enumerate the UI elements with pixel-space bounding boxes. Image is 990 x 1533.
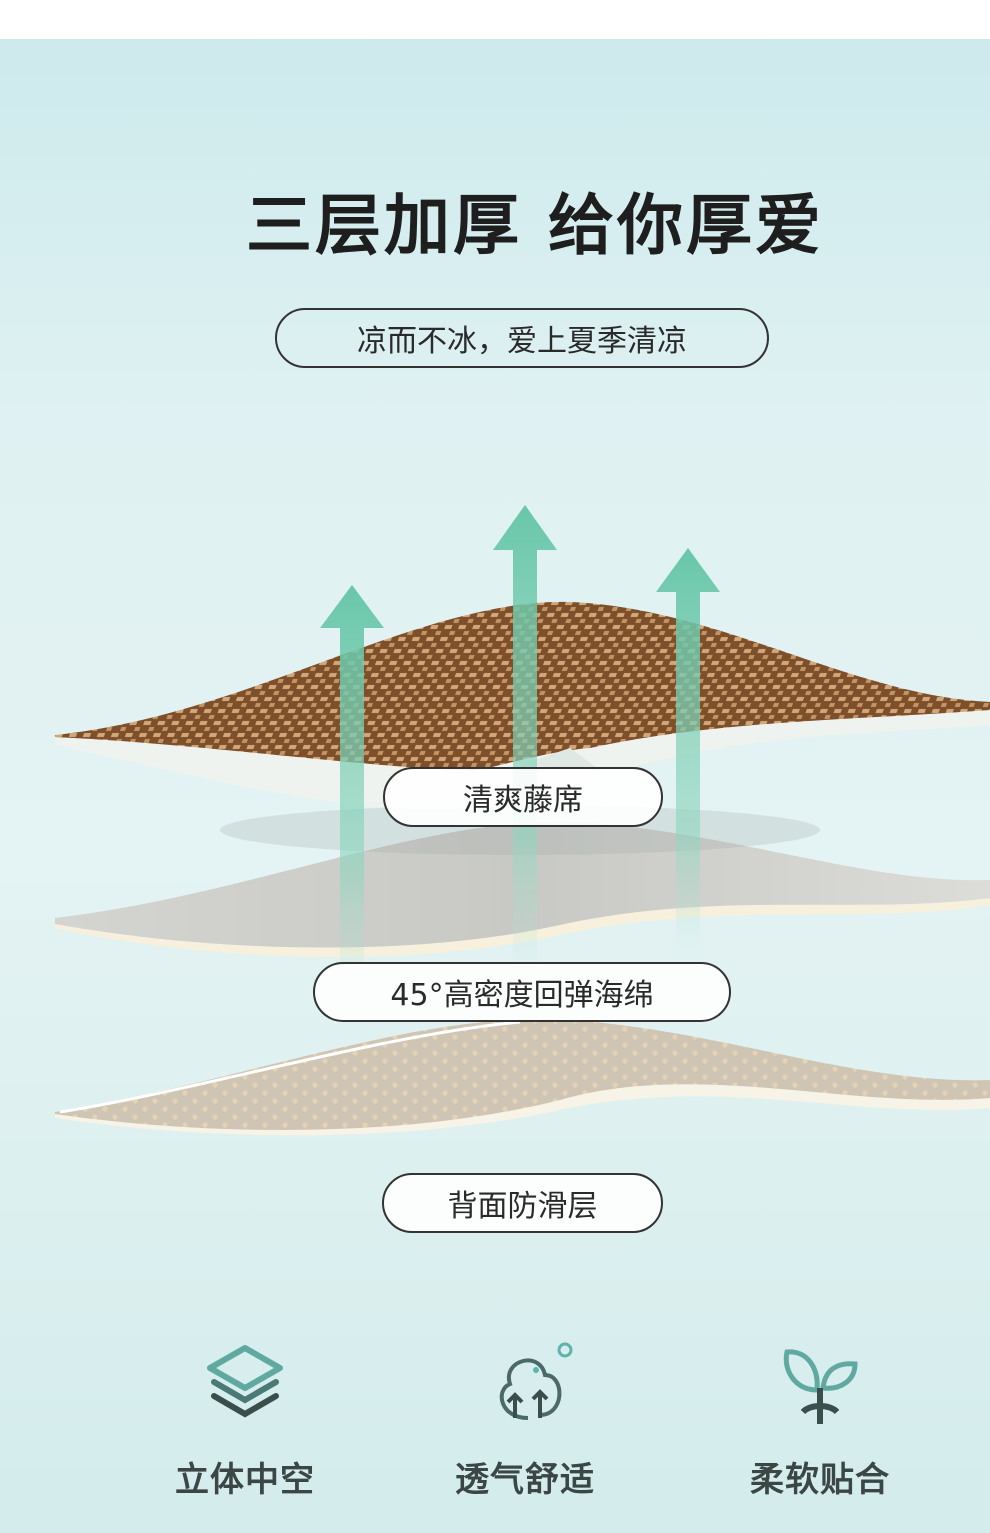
layer-label-anti-slip: 背面防滑层 <box>382 1173 663 1233</box>
feature-label: 透气舒适 <box>455 1460 595 1500</box>
layers-icon <box>207 1345 283 1418</box>
feature-breathable: 透气舒适 <box>415 1340 635 1501</box>
feature-label: 柔软贴合 <box>750 1460 890 1500</box>
arrow-left <box>320 585 384 1000</box>
sprout-icon <box>783 1349 858 1424</box>
feature-label: 立体中空 <box>175 1460 315 1500</box>
airflow-arrows <box>320 505 720 1000</box>
subtitle-pill: 凉而不冰，爱上夏季清凉 <box>275 308 769 368</box>
anti-slip-layer <box>55 1019 990 1136</box>
feature-3d-hollow: 立体中空 <box>135 1340 355 1501</box>
headline: 三层加厚 给你厚爱 <box>246 187 824 264</box>
layer-label-sponge: 45°高密度回弹海绵 <box>313 962 731 1022</box>
arrow-right <box>656 548 720 960</box>
arrow-center <box>493 505 557 980</box>
breathable-tree-icon <box>499 1342 573 1420</box>
feature-soft-fit: 柔软贴合 <box>710 1340 930 1501</box>
layer-label-rattan: 清爽藤席 <box>383 767 663 827</box>
